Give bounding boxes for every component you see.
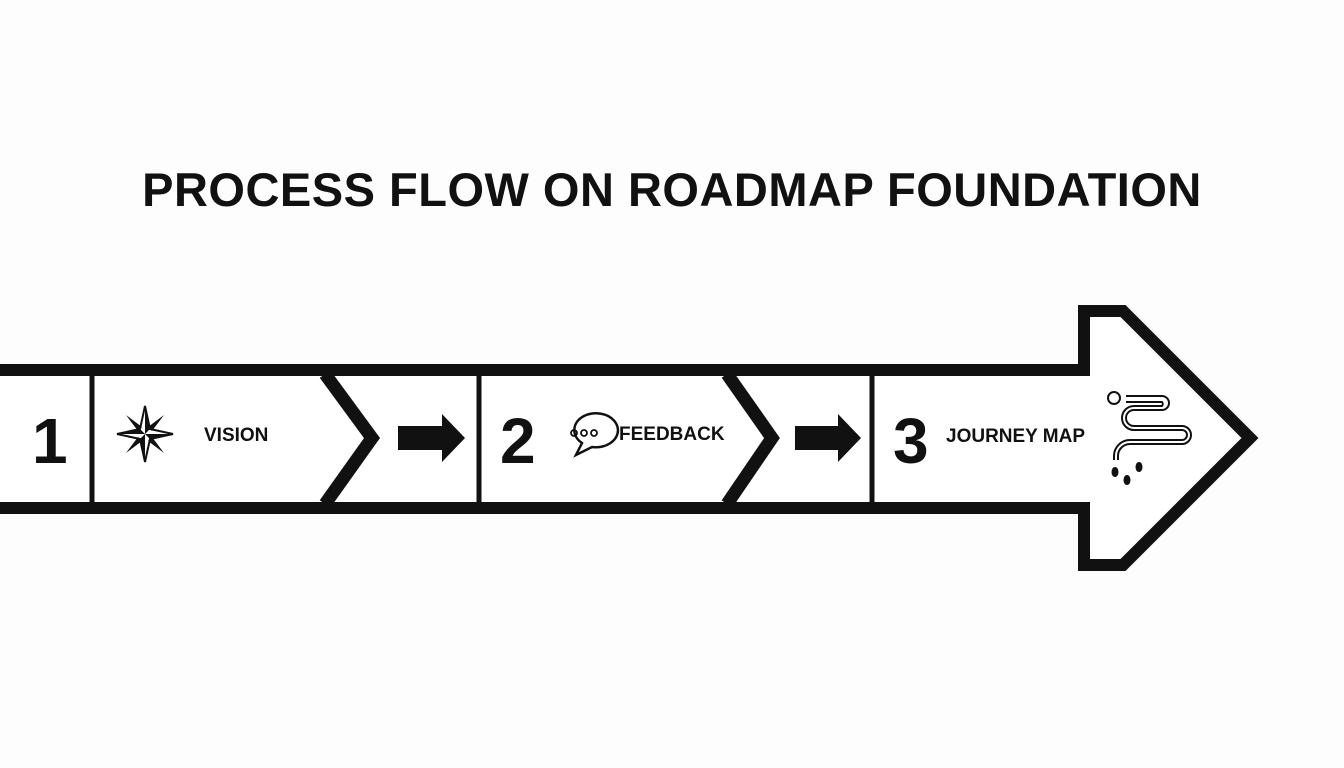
step-2-label: FEEDBACK: [619, 424, 725, 445]
big-arrow-outline: [0, 305, 1259, 571]
step-1-number: 1: [32, 405, 68, 477]
arrow-right-icon: [795, 414, 861, 462]
speech-bubble-icon: [570, 412, 620, 458]
winding-path-footprints-icon: [1107, 391, 1192, 485]
step-3-label: JOURNEY MAP: [946, 426, 1086, 447]
compass-star-icon: [116, 405, 174, 463]
chevron-2: [721, 370, 780, 508]
step-1-label: VISION: [204, 425, 269, 446]
step-3-number: 3: [893, 405, 929, 477]
step-2-number: 2: [500, 405, 536, 477]
chevron-1: [319, 370, 381, 508]
arrow-right-icon: [398, 414, 465, 462]
diagram-title: PROCESS FLOW ON ROADMAP FOUNDATION: [142, 163, 1202, 216]
